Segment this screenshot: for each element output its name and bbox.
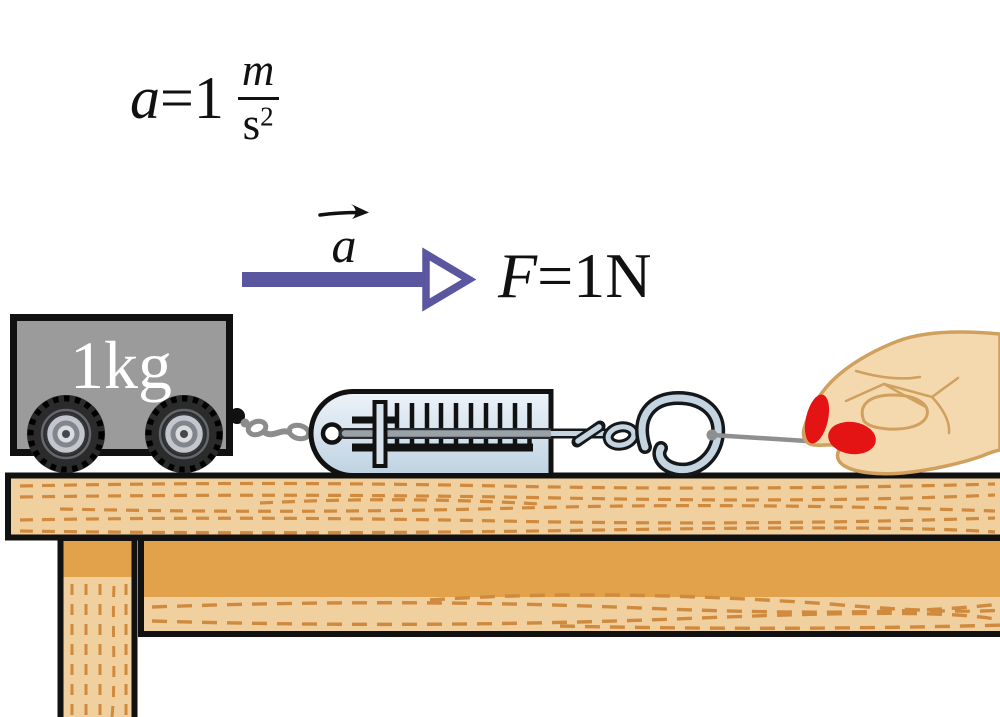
unit-denominator: s2 bbox=[237, 96, 279, 149]
hand bbox=[801, 330, 1000, 476]
scale-ticks bbox=[394, 403, 532, 447]
table-apron-grain bbox=[151, 593, 1000, 630]
vector-a-label: a bbox=[314, 202, 374, 270]
vector-arrow-icon bbox=[318, 204, 369, 219]
spring-scale bbox=[308, 389, 557, 478]
table-top-grain bbox=[19, 481, 996, 535]
acceleration-arrow bbox=[242, 247, 477, 312]
arrow-shaft bbox=[242, 272, 426, 287]
force-label: F=1N bbox=[498, 244, 651, 308]
scale-pointer bbox=[372, 400, 388, 468]
force-variable: F bbox=[498, 240, 538, 311]
hand-folded-finger bbox=[860, 393, 929, 431]
unit-denominator-exponent: 2 bbox=[260, 101, 274, 132]
table-apron-shadow bbox=[144, 541, 1000, 597]
cart-wheel-front bbox=[145, 395, 223, 473]
cart-wheel-rear bbox=[27, 395, 105, 473]
unit-numerator: m bbox=[241, 45, 275, 95]
scale-eyelet bbox=[320, 422, 344, 445]
acceleration-unit-fraction: m s2 bbox=[236, 45, 281, 149]
table-leg-grain bbox=[70, 584, 128, 717]
force-value: =1N bbox=[537, 240, 652, 311]
acceleration-variable: a bbox=[130, 64, 160, 131]
acceleration-value: =1 bbox=[160, 64, 224, 131]
thumb-nail bbox=[804, 394, 830, 444]
scale-rail-bottom bbox=[352, 443, 533, 452]
hook bbox=[551, 390, 726, 477]
cart-mass-label: 1kg bbox=[70, 327, 172, 403]
index-nail bbox=[828, 421, 876, 455]
unit-denominator-base: s bbox=[242, 98, 261, 149]
arrow-head bbox=[422, 247, 477, 312]
table-leg-shadow bbox=[63, 541, 132, 577]
cart-hitch-knob bbox=[229, 408, 245, 424]
cart: 1kg bbox=[10, 314, 245, 473]
hand-creases bbox=[844, 369, 960, 435]
acceleration-equation: a=1 m s2 bbox=[130, 45, 281, 149]
table bbox=[5, 472, 1000, 717]
vector-symbol: a bbox=[331, 217, 357, 273]
